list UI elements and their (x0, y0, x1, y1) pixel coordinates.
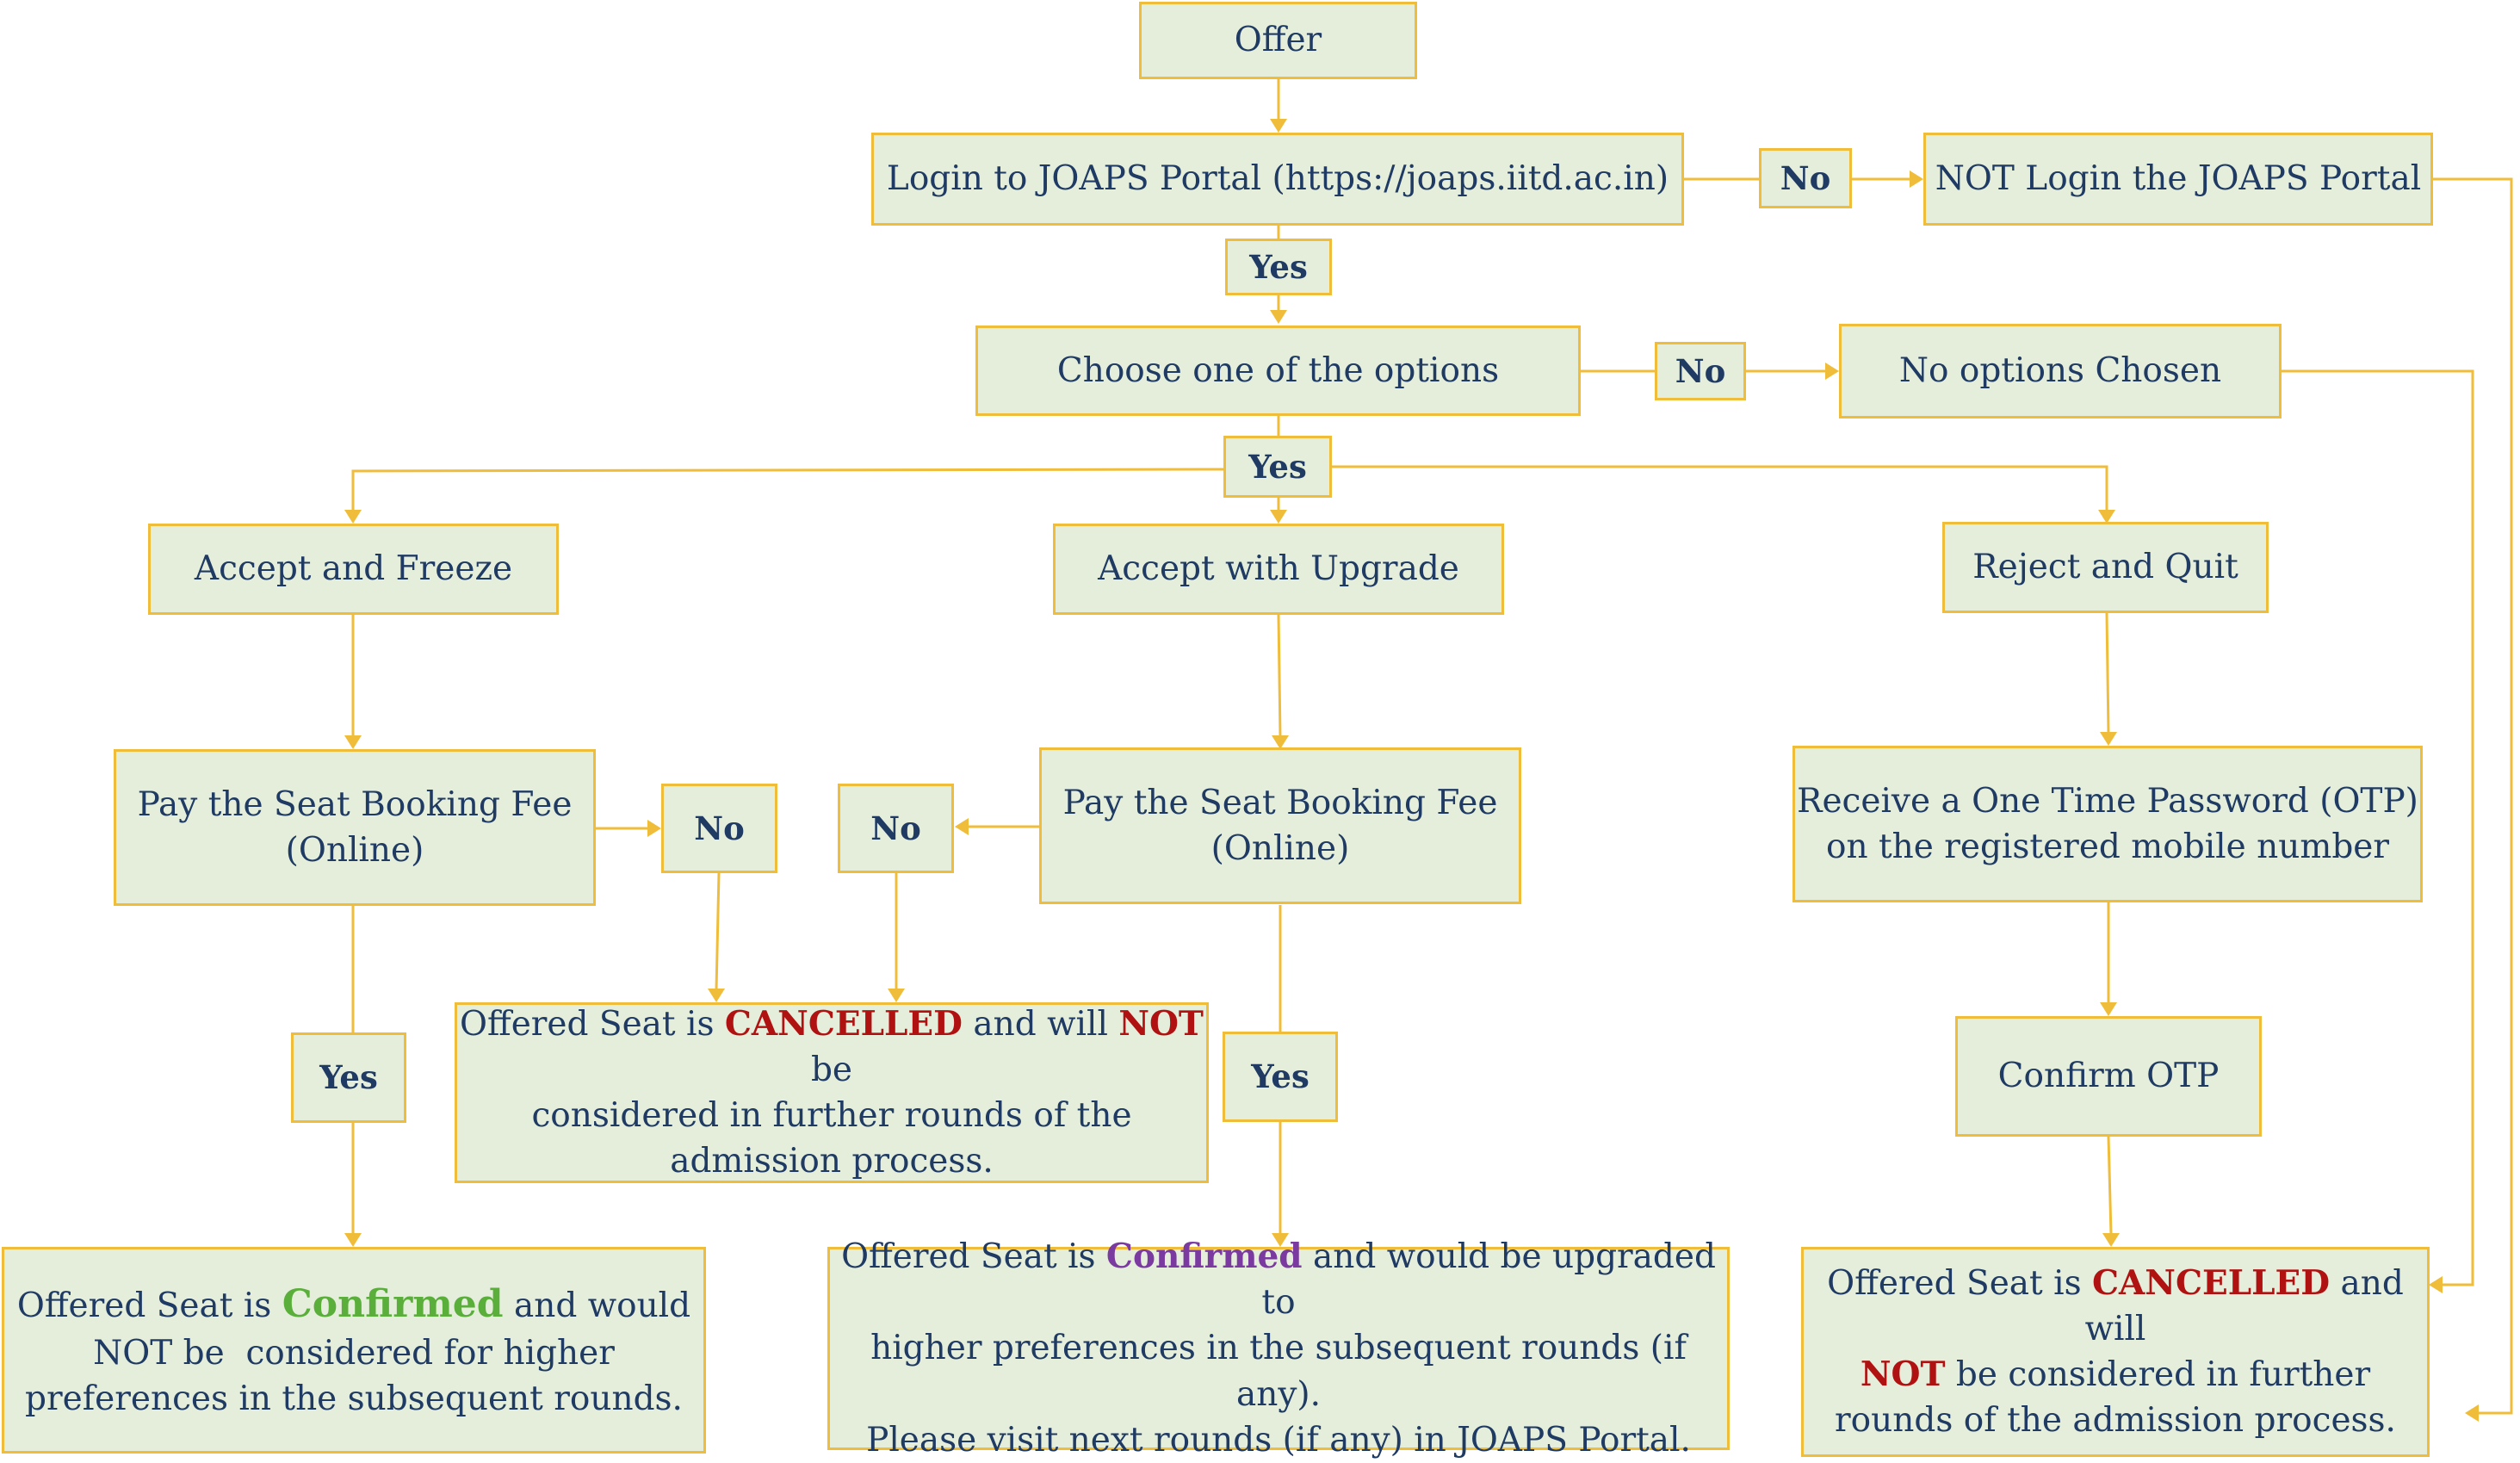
yes-label-choose: Yes (1223, 436, 1332, 498)
confirmed-upgrade-line-2: higher preferences in the subsequent rou… (870, 1329, 1687, 1414)
yes-label-upgrade: Yes (1223, 1032, 1338, 1122)
cancelled-node-middle: Offered Seat is CANCELLED and will NOT b… (455, 1002, 1209, 1183)
confirmed-freeze-line-3: preferences in the subsequent rounds. (25, 1379, 683, 1418)
otp-node: Receive a One Time Password (OTP) on the… (1792, 746, 2423, 902)
confirm-otp-node: Confirm OTP (1955, 1016, 2262, 1137)
pay-fee-line-2: (Online) (285, 831, 424, 870)
choose-node: Choose one of the options (975, 325, 1581, 416)
no-options-node: No options Chosen (1839, 324, 2282, 418)
cancelled-middle-line-2: considered in further rounds of the (531, 1096, 1132, 1135)
no-label-pay-upgrade: No (838, 784, 954, 873)
cancelled-keyword: CANCELLED (724, 1003, 963, 1044)
confirm-otp-label: Confirm OTP (1997, 1057, 2220, 1096)
accept-freeze-label: Accept and Freeze (194, 549, 513, 589)
confirmed-keyword: Confirmed (1105, 1237, 1303, 1277)
pay-fee-line-2: (Online) (1210, 829, 1350, 868)
otp-line-2: on the registered mobile number (1825, 828, 2390, 866)
yes-label-login: Yes (1225, 239, 1332, 295)
confirmed-freeze-line-2: NOT be considered for higher (93, 1333, 615, 1373)
not-keyword: NOT (1860, 1355, 1946, 1394)
cancelled-right-line-3: rounds of the admission process. (1835, 1401, 2396, 1441)
accept-upgrade-node: Accept with Upgrade (1053, 524, 1504, 615)
accept-upgrade-label: Accept with Upgrade (1098, 549, 1459, 589)
no-options-label: No options Chosen (1898, 351, 2222, 391)
pay-fee-node-upgrade: Pay the Seat Booking Fee (Online) (1039, 747, 1521, 904)
cancelled-middle-line-3: admission process. (670, 1142, 994, 1181)
login-node: Login to JOAPS Portal (https://joaps.iit… (871, 133, 1684, 226)
otp-line-1: Receive a One Time Password (OTP) (1797, 781, 2418, 821)
no-label-login: No (1759, 148, 1852, 208)
cancelled-keyword: CANCELLED (2092, 1262, 2331, 1303)
cancelled-middle-line-1: Offered Seat is CANCELLED and will NOT b… (460, 1003, 1204, 1089)
cancelled-node-right: Offered Seat is CANCELLED and will NOT b… (1801, 1247, 2430, 1457)
pay-fee-line-1: Pay the Seat Booking Fee (1062, 783, 1498, 822)
confirmed-upgrade-line-1: Offered Seat is Confirmed and would be u… (841, 1237, 1716, 1323)
accept-freeze-node: Accept and Freeze (148, 524, 559, 615)
confirmed-keyword: Confirmed (282, 1282, 504, 1327)
not-keyword: NOT (1118, 1003, 1204, 1044)
pay-fee-node-freeze: Pay the Seat Booking Fee (Online) (114, 749, 596, 906)
not-login-node: NOT Login the JOAPS Portal (1923, 133, 2433, 226)
confirmed-freeze-node: Offered Seat is Confirmed and would NOT … (2, 1247, 706, 1454)
choose-label: Choose one of the options (1056, 350, 1500, 390)
yes-label-freeze: Yes (291, 1032, 406, 1123)
login-label: Login to JOAPS Portal (https://joaps.iit… (886, 159, 1669, 199)
offer-node: Offer (1139, 2, 1417, 79)
reject-quit-label: Reject and Quit (1972, 548, 2238, 587)
cancelled-right-line-1: Offered Seat is CANCELLED and will (1827, 1262, 2404, 1348)
no-label-pay-freeze: No (661, 784, 777, 873)
cancelled-right-line-2: NOT be considered in further (1860, 1355, 2371, 1394)
offer-label: Offer (1234, 21, 1322, 60)
not-login-label: NOT Login the JOAPS Portal (1935, 159, 2422, 199)
confirmed-upgrade-node: Offered Seat is Confirmed and would be u… (827, 1237, 1730, 1460)
no-label-choose: No (1655, 342, 1746, 400)
confirmed-freeze-line-1: Offered Seat is Confirmed and would (16, 1282, 691, 1327)
confirmed-upgrade-line-3: Please visit next rounds (if any) in JOA… (866, 1420, 1691, 1460)
reject-quit-node: Reject and Quit (1942, 522, 2269, 613)
pay-fee-line-1: Pay the Seat Booking Fee (137, 784, 573, 824)
